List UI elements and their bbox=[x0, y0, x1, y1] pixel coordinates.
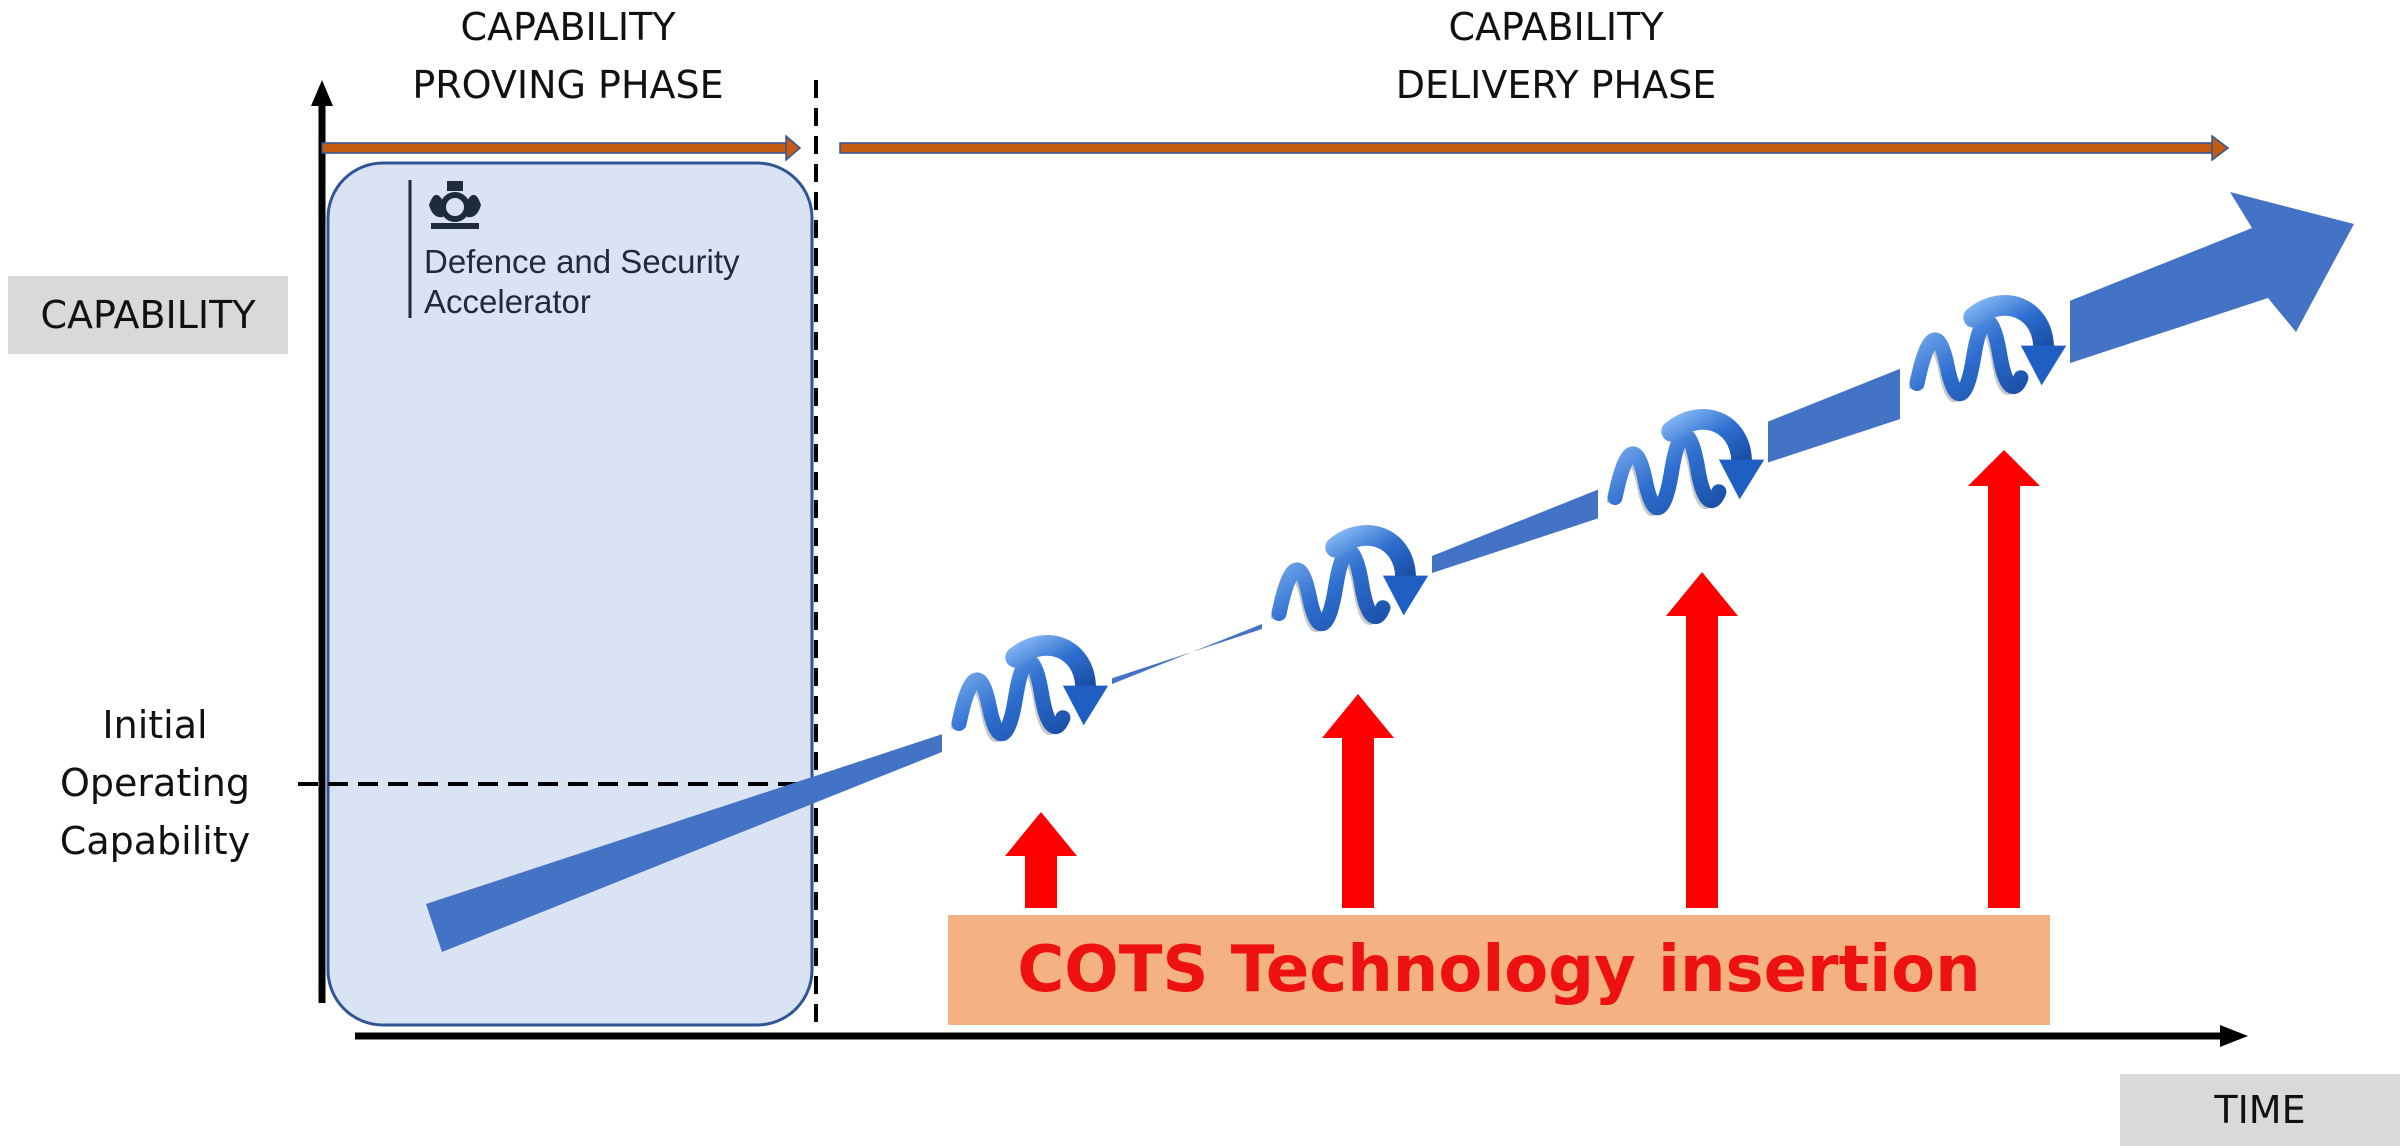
proving-phase-box bbox=[326, 161, 814, 1027]
dasa-logo-line1: Defence and Security bbox=[424, 243, 740, 280]
insertion-arrow-3 bbox=[1666, 572, 1738, 908]
proving-phase-title-line1: CAPABILITY bbox=[460, 5, 676, 49]
spiral-arrow-icon bbox=[1900, 272, 2070, 442]
delivery-phase-title: CAPABILITY DELIVERY PHASE bbox=[1356, 0, 1756, 114]
delivery-phase-arrow bbox=[839, 134, 2230, 162]
capability-growth-arrow bbox=[426, 192, 2354, 952]
ioc-label-line1: Initial bbox=[102, 703, 208, 747]
delivery-phase-title-line2: DELIVERY PHASE bbox=[1395, 63, 1717, 107]
spiral-arrow-icon bbox=[1262, 502, 1432, 672]
y-axis-label: CAPABILITY bbox=[8, 276, 288, 354]
proving-phase-title-line2: PROVING PHASE bbox=[412, 63, 724, 107]
insertion-arrow-4 bbox=[1968, 450, 2040, 908]
spiral-arrow-icon bbox=[942, 612, 1112, 782]
dasa-logo-line2: Accelerator bbox=[424, 283, 591, 320]
x-axis-arrowhead bbox=[2220, 1025, 2248, 1047]
insertion-arrow-1 bbox=[1005, 812, 1077, 908]
insertion-arrow-2 bbox=[1322, 694, 1394, 908]
royal-coat-of-arms-icon bbox=[429, 181, 481, 229]
y-axis-arrowhead bbox=[311, 80, 333, 106]
dasa-logo: Defence and Security Accelerator bbox=[424, 242, 804, 322]
spiral-arrow-icon bbox=[1598, 386, 1768, 556]
cots-label: COTS Technology insertion bbox=[1017, 933, 1981, 1007]
ioc-label: Initial Operating Capability bbox=[10, 696, 300, 870]
cots-box: COTS Technology insertion bbox=[948, 915, 2050, 1025]
delivery-phase-title-line1: CAPABILITY bbox=[1448, 5, 1664, 49]
ioc-label-line2: Operating bbox=[60, 761, 250, 805]
ioc-label-line3: Capability bbox=[59, 819, 251, 863]
proving-phase-title: CAPABILITY PROVING PHASE bbox=[368, 0, 768, 114]
x-axis-label: TIME bbox=[2120, 1074, 2400, 1146]
proving-phase-arrow bbox=[321, 134, 802, 162]
